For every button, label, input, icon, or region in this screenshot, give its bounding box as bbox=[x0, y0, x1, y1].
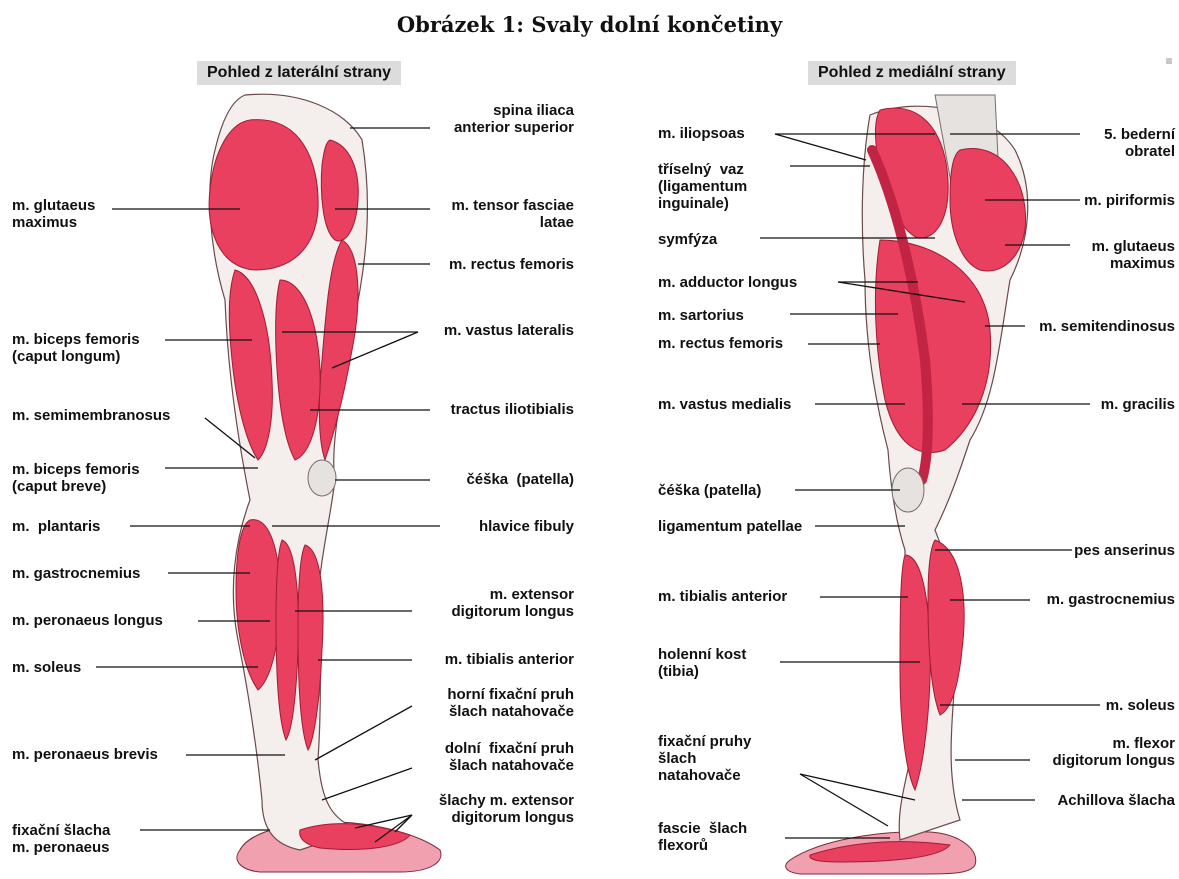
label-lateral-patella: čéška (patella) bbox=[400, 471, 574, 488]
label-lateral-rectus-femoris: m. rectus femoris bbox=[400, 256, 574, 273]
label-lateral-fixation-tendon: fixační šlacha m. peronaeus bbox=[12, 822, 110, 856]
label-medial-lumbar-vertebra: 5. bederní obratel bbox=[980, 126, 1175, 160]
label-lateral-biceps-short: m. biceps femoris (caput breve) bbox=[12, 461, 140, 495]
label-medial-inguinal-ligament: tříselný vaz (ligamentum inguinale) bbox=[658, 161, 747, 212]
label-medial-piriformis: m. piriformis bbox=[980, 192, 1175, 209]
label-medial-symphysis: symfýza bbox=[658, 231, 717, 248]
label-medial-gastrocnemius: m. gastrocnemius bbox=[980, 591, 1175, 608]
label-medial-tibialis-anterior: m. tibialis anterior bbox=[658, 588, 787, 605]
label-lateral-soleus: m. soleus bbox=[12, 659, 81, 676]
label-medial-fixation-bands: fixační pruhy šlach natahovače bbox=[658, 733, 751, 784]
label-medial-patella: čéška (patella) bbox=[658, 482, 761, 499]
label-lateral-tractus-iliotibialis: tractus iliotibialis bbox=[400, 401, 574, 418]
label-lateral-tensor-fasciae: m. tensor fasciae latae bbox=[400, 197, 574, 231]
lateral-gluteus-muscle bbox=[209, 120, 318, 270]
label-lateral-peroneus-brevis: m. peronaeus brevis bbox=[12, 746, 158, 763]
label-lateral-fibula-head: hlavice fibuly bbox=[400, 518, 574, 535]
label-medial-tibia: holenní kost (tibia) bbox=[658, 646, 746, 680]
label-lateral-spina-iliaca: spina iliaca anterior superior bbox=[400, 102, 574, 136]
label-lateral-vastus-lateralis: m. vastus lateralis bbox=[400, 322, 574, 339]
label-lateral-semimembranosus: m. semimembranosus bbox=[12, 407, 170, 424]
label-lateral-gastrocnemius: m. gastrocnemius bbox=[12, 565, 140, 582]
label-medial-rectus-femoris: m. rectus femoris bbox=[658, 335, 783, 352]
label-medial-flexor-fascia: fascie šlach flexorů bbox=[658, 820, 747, 854]
label-lateral-tibialis-anterior: m. tibialis anterior bbox=[400, 651, 574, 668]
label-medial-flexor-digitorum: m. flexor digitorum longus bbox=[980, 735, 1175, 769]
label-medial-semitendinosus: m. semitendinosus bbox=[980, 318, 1175, 335]
label-medial-ligamentum-patellae: ligamentum patellae bbox=[658, 518, 802, 535]
label-medial-vastus-medialis: m. vastus medialis bbox=[658, 396, 791, 413]
label-medial-sartorius: m. sartorius bbox=[658, 307, 744, 324]
label-lateral-upper-retinaculum: horní fixační pruh šlach natahovače bbox=[400, 686, 574, 720]
medial-gastrocnemius-muscle bbox=[928, 540, 964, 715]
lateral-patella bbox=[308, 460, 336, 496]
label-lateral-extensor-digitorum: m. extensor digitorum longus bbox=[400, 586, 574, 620]
label-lateral-gluteus-maximus: m. glutaeus maximus bbox=[12, 197, 95, 231]
label-medial-adductor-longus: m. adductor longus bbox=[658, 274, 797, 291]
label-lateral-plantaris: m. plantaris bbox=[12, 518, 100, 535]
label-lateral-extensor-tendons: šlachy m. extensor digitorum longus bbox=[400, 792, 574, 826]
label-lateral-biceps-long: m. biceps femoris (caput longum) bbox=[12, 331, 140, 365]
label-medial-gluteus-maximus: m. glutaeus maximus bbox=[980, 238, 1175, 272]
label-lateral-peroneus-longus: m. peronaeus longus bbox=[12, 612, 163, 629]
label-medial-achilles-tendon: Achillova šlacha bbox=[980, 792, 1175, 809]
label-medial-gracilis: m. gracilis bbox=[980, 396, 1175, 413]
label-lateral-lower-retinaculum: dolní fixační pruh šlach natahovače bbox=[400, 740, 574, 774]
label-medial-pes-anserinus: pes anserinus bbox=[980, 542, 1175, 559]
label-medial-iliopsoas: m. iliopsoas bbox=[658, 125, 745, 142]
label-medial-soleus: m. soleus bbox=[980, 697, 1175, 714]
